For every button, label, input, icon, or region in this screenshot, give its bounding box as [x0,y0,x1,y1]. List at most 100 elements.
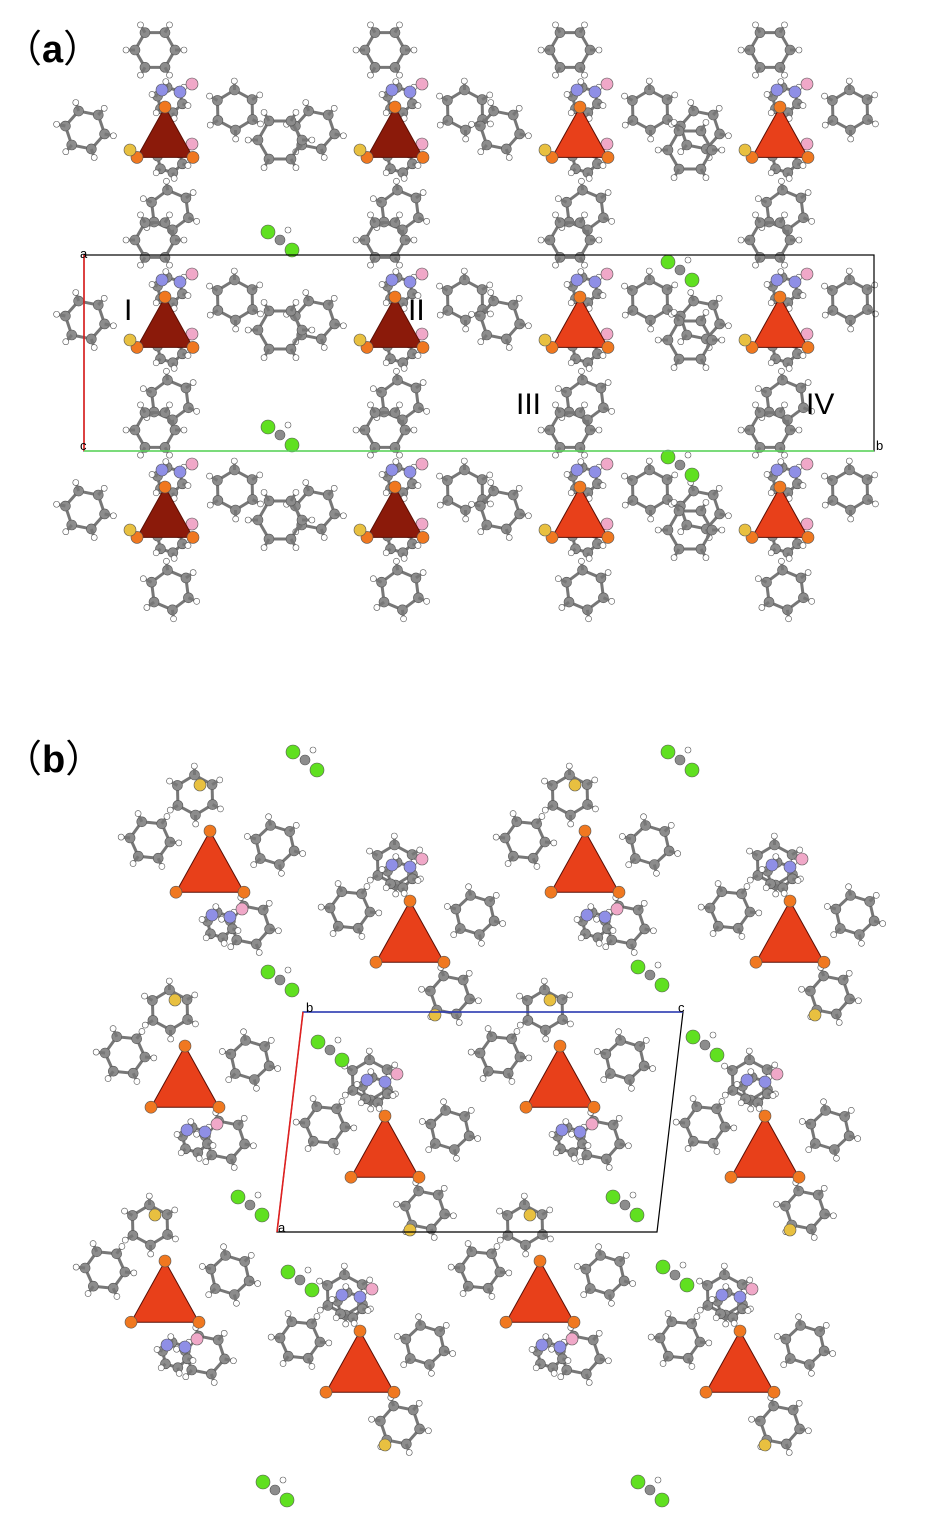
hydrogen-atom [767,109,775,117]
hydrogen-atom [317,903,325,911]
hydrogen-atom [738,933,746,940]
hydrogen-atom [364,1307,372,1314]
hydrogen-atom [608,597,616,605]
cluster-polyhedron [550,829,620,893]
hydrogen-atom [872,500,879,508]
hydrogen-atom [152,549,160,557]
hydrogen-atom [599,102,607,109]
hydrogen-atom [366,1276,374,1284]
hydrogen-atom [166,261,173,269]
hydrogen-atom [725,512,732,520]
hydrogen-atom [206,121,214,129]
hydrogen-atom [187,1118,195,1125]
hydrogen-atom [767,549,775,557]
hydrogen-atom [713,1148,721,1155]
hydrogen-atom [292,299,300,306]
hydrogen-atom [564,1357,572,1364]
hydrogen-atom [250,1142,257,1150]
hydrogen-atom [465,883,472,891]
hydrogen-atom [537,236,545,244]
hydrogen-atom [461,267,468,275]
phosphorus-atom [792,1170,806,1184]
carbon-atom [674,754,686,766]
hydrogen-atom [393,557,400,565]
hydrogen-atom [595,940,603,947]
carbon-atom [274,974,286,986]
hydrogen-atom [752,21,759,29]
hydrogen-atom [487,289,495,296]
cluster-polyhedron [366,295,424,348]
chlorine-atom [605,1189,621,1205]
phosphorus-atom [212,1100,226,1114]
hydrogen-atom [163,813,171,820]
phosphorus-atom [519,1100,533,1114]
hydrogen-atom [484,1025,492,1032]
hydrogen-atom [230,1357,237,1365]
cluster-polyhedron [551,295,609,348]
hydrogen-atom [400,890,408,897]
hydrogen-atom [702,309,710,316]
hydrogen-atom [810,1234,818,1241]
nitrogen-atom [385,858,399,872]
carbon-atom [269,1484,281,1496]
nitrogen-atom [598,910,612,924]
phosphorus-atom [567,1315,581,1329]
hydrogen-atom [256,471,264,479]
boron-atom [185,77,199,91]
hydrogen-atom [292,544,300,551]
hydrogen-atom [702,119,710,126]
hydrogen-atom [332,1314,340,1322]
hydrogen-atom [391,832,398,840]
hydrogen-atom [515,294,523,302]
hydrogen-atom [173,1345,180,1353]
hydrogen-atom [618,833,626,840]
nitrogen-atom [765,858,779,872]
axis-label-a: a [80,246,88,261]
hydrogen-atom [744,1307,752,1314]
nitrogen-atom [573,1125,587,1139]
hydrogen-atom [206,472,213,480]
hydrogen-atom [410,426,418,434]
hydrogen-atom [193,407,201,415]
phosphorus-atom [344,1170,358,1184]
hydrogen-atom [821,311,829,319]
sulfur-atom [123,523,137,537]
hydrogen-atom [368,1415,375,1423]
phosphorus-atom [437,955,451,969]
carbon-atom [818,970,829,982]
hydrogen-atom [642,1036,650,1044]
hydrogen-atom [467,1106,475,1114]
hydrogen-atom [674,850,682,857]
hydrogen-atom [781,401,788,409]
hydrogen-atom [366,847,373,855]
nitrogen-atom [353,1290,367,1304]
phosphorus-atom [388,100,402,114]
hydrogen-atom [189,1357,197,1364]
hydrogen-atom [419,569,427,576]
hydrogen-atom [396,211,403,219]
phosphorus-atom [773,480,787,494]
chlorine-atom [709,1047,725,1063]
hydrogen-atom [396,261,403,269]
phosphorus-atom [403,894,417,908]
hydrogen-atom [552,71,559,79]
hydrogen-atom [773,1333,781,1340]
hydrogen-atom [778,367,785,375]
phosphorus-atom [353,1324,367,1338]
nitrogen-atom [588,465,602,479]
hydrogen-atom [537,46,545,54]
cluster-polyhedron [551,485,609,538]
hydrogen-atom [808,597,816,605]
boron-atom [415,77,429,91]
hydrogen-atom [608,217,616,225]
hydrogen-atom [492,891,500,899]
carbon-atom [601,1153,612,1165]
hydrogen-atom [670,174,678,181]
hydrogen-atom [567,820,574,828]
phosphorus-atom [416,531,430,544]
hydrogen-atom [778,557,785,565]
hydrogen-atom [393,367,400,375]
hydrogen-atom [604,569,612,576]
hydrogen-atom [184,482,192,489]
hydrogen-atom [171,1206,179,1214]
